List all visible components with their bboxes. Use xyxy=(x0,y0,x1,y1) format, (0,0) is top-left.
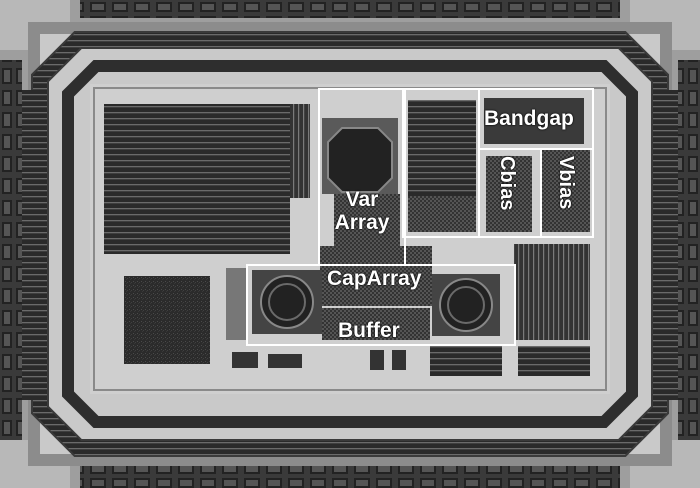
outline-vbias xyxy=(540,148,594,238)
label-var-line1: Var xyxy=(345,188,379,211)
label-var-line2: Array xyxy=(334,211,390,234)
outline-cap-array-buffer xyxy=(246,264,516,346)
label-caparray: CapArray xyxy=(327,267,422,290)
label-buffer: Buffer xyxy=(338,319,400,342)
label-vbias: Vbias xyxy=(555,156,577,210)
label-cbias: Cbias xyxy=(496,156,518,211)
label-bandgap: Bandgap xyxy=(484,107,574,130)
label-var-array: Var Array xyxy=(326,188,398,234)
outline-var-array xyxy=(318,88,406,266)
